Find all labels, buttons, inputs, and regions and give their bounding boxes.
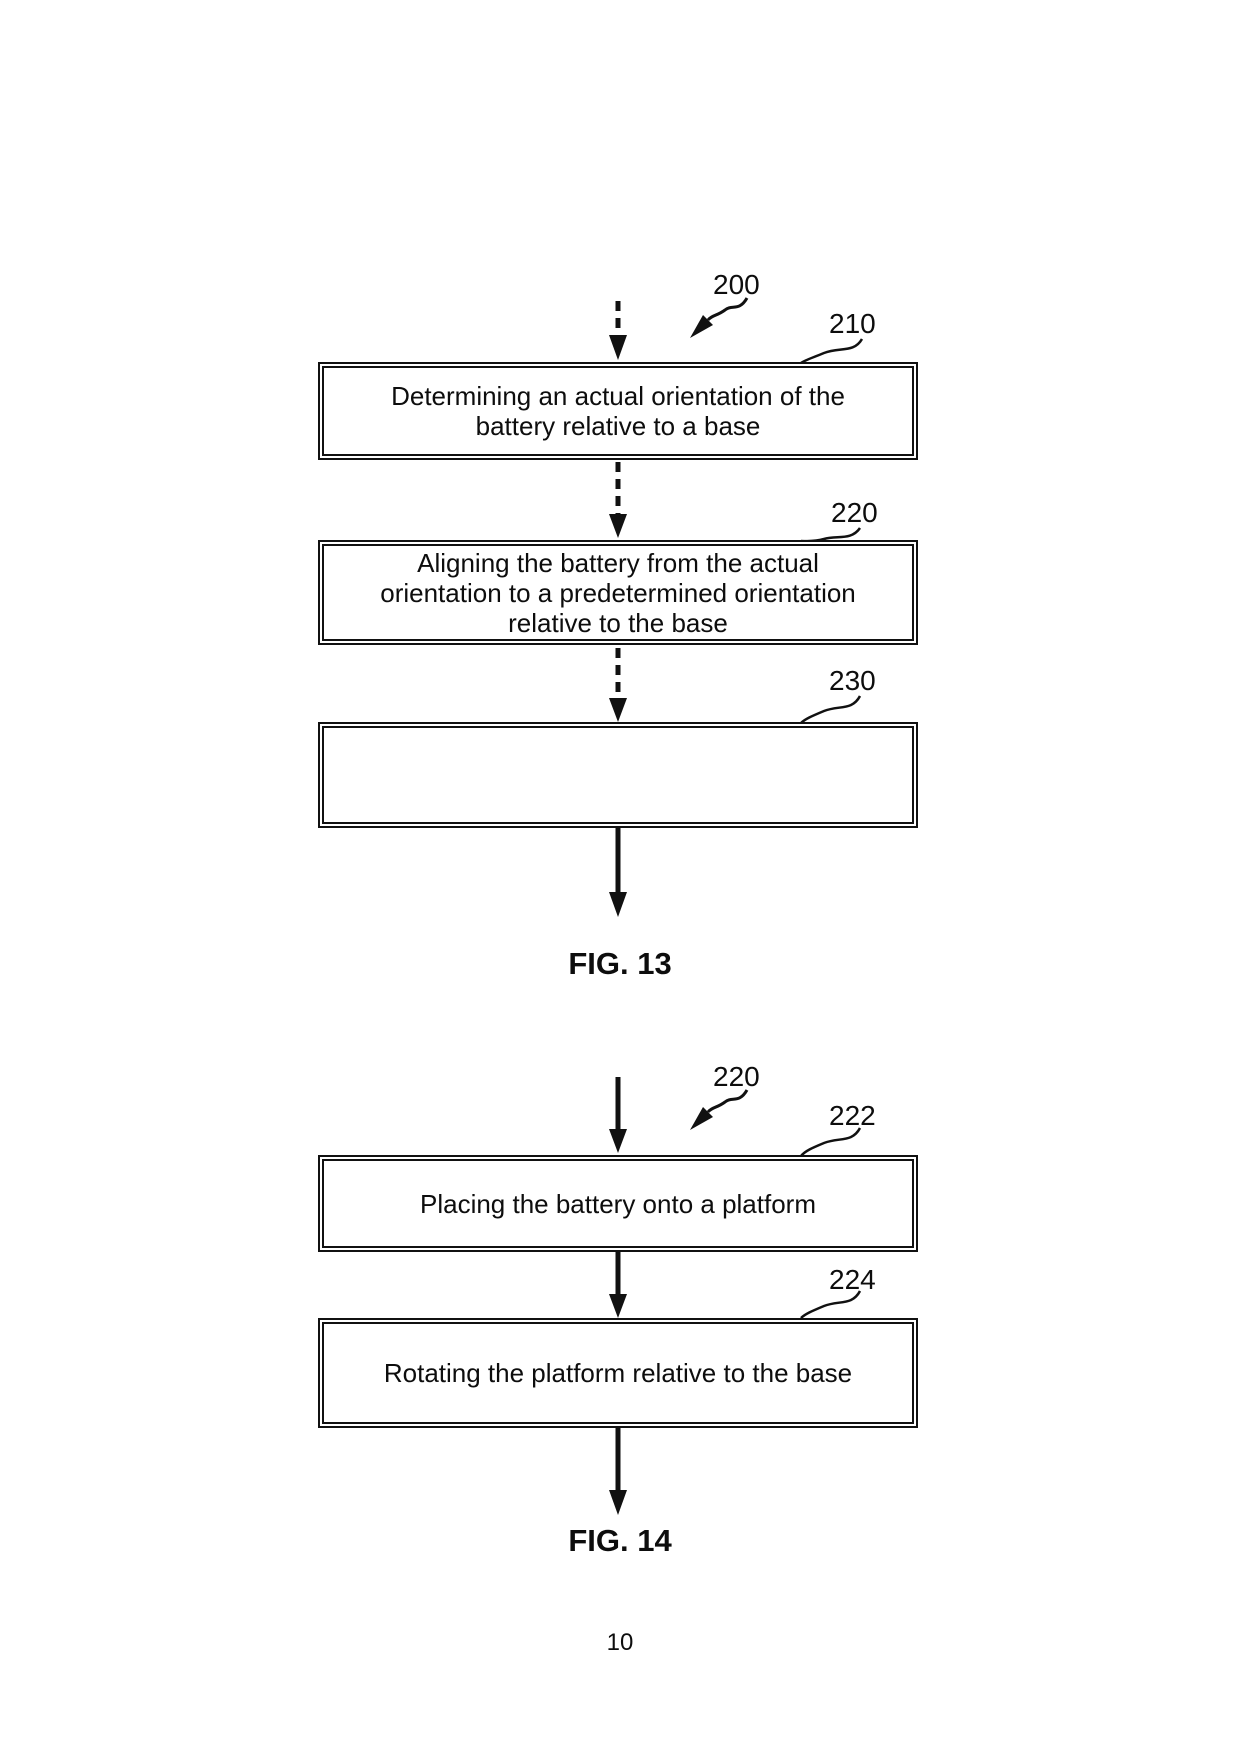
leader-line-230 xyxy=(800,695,862,724)
process-step-box-210: Determining an actual orientation of the… xyxy=(318,362,918,460)
ref-label-222: 222 xyxy=(829,1100,876,1131)
ref-label-224: 224 xyxy=(829,1264,876,1295)
process-step-text-222: Placing the battery onto a platform xyxy=(322,1159,914,1248)
pointer-arrow-200 xyxy=(690,297,749,338)
process-step-text-230 xyxy=(322,726,914,824)
process-step-box-230-empty xyxy=(318,722,918,828)
dashed-flow-arrow-into-step-210 xyxy=(609,301,627,360)
figure-13-caption: FIG. 13 xyxy=(568,946,672,981)
pointer-arrow-220 xyxy=(690,1089,749,1130)
ref-label-220: 220 xyxy=(831,497,878,528)
process-step-text-210: Determining an actual orientation of the… xyxy=(322,366,914,456)
page-number: 10 xyxy=(606,1629,634,1656)
process-step-text-224: Rotating the platform relative to the ba… xyxy=(322,1322,914,1424)
solid-flow-arrow-out-of-step-230 xyxy=(609,828,627,917)
ref-label-230: 230 xyxy=(829,665,876,696)
process-step-box-222: Placing the battery onto a platform xyxy=(318,1155,918,1252)
leader-line-210 xyxy=(800,338,864,365)
ref-label-220-fig14: 220 xyxy=(713,1061,760,1092)
ref-label-200: 200 xyxy=(713,269,760,300)
dashed-flow-arrow-220-to-230 xyxy=(609,648,627,722)
solid-flow-arrow-into-step-222 xyxy=(609,1077,627,1153)
ref-label-210: 210 xyxy=(829,308,876,339)
dashed-flow-arrow-210-to-220 xyxy=(609,462,627,538)
leader-line-222 xyxy=(800,1127,862,1157)
process-step-box-224: Rotating the platform relative to the ba… xyxy=(318,1318,918,1428)
leader-line-224 xyxy=(800,1290,862,1319)
solid-flow-arrow-out-of-step-224 xyxy=(609,1428,627,1515)
figure-14-caption: FIG. 14 xyxy=(568,1523,672,1558)
solid-flow-arrow-222-to-224 xyxy=(609,1252,627,1318)
